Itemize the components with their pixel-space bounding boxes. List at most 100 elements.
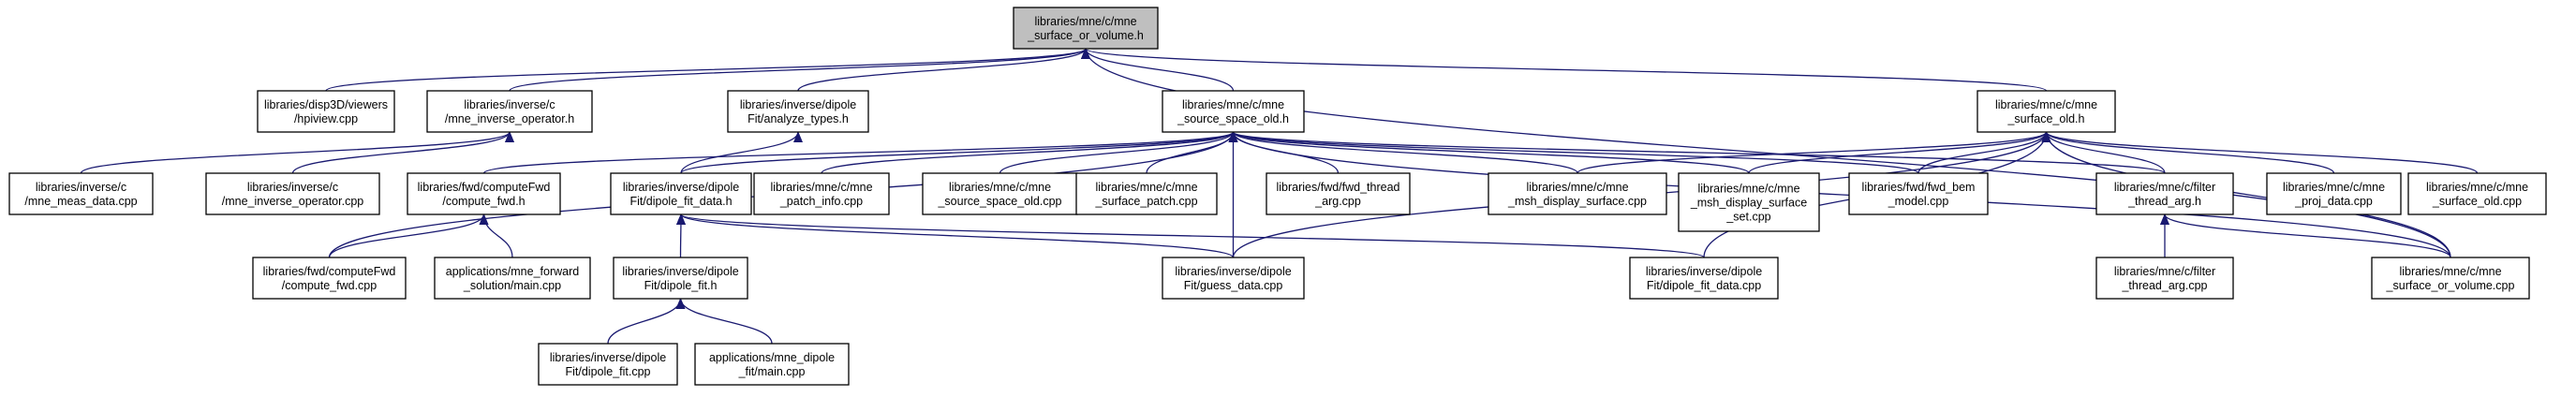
file-node-label-line: libraries/mne/c/mne <box>1034 15 1136 28</box>
include-edge-10 <box>482 131 1238 174</box>
file-node-label-line: libraries/disp3D/viewers <box>264 98 388 111</box>
include-edge-32 <box>479 213 513 258</box>
file-node-fwd-thread-arg-cpp[interactable]: libraries/fwd/fwd_thread_arg.cpp <box>1266 172 1411 215</box>
file-node-surface-patch-cpp[interactable]: libraries/mne/c/mne_surface_patch.cpp <box>1075 172 1218 215</box>
file-node-label-line: libraries/inverse/dipole <box>740 98 856 111</box>
file-node-label-line: libraries/mne/c/mne <box>1995 98 2097 111</box>
include-edge-23 <box>1748 131 2051 174</box>
file-node-label-line: _thread_arg.cpp <box>2121 279 2207 292</box>
file-node-label-line: libraries/inverse/c <box>464 98 555 111</box>
file-node-label-line: libraries/fwd/computeFwd <box>263 265 396 278</box>
file-node-label-line: libraries/mne/c/mne <box>2283 181 2385 194</box>
file-node-box <box>407 172 561 215</box>
file-node-label-line: Fit/dipole_fit.cpp <box>565 365 650 378</box>
file-node-label-line: libraries/fwd/fwd_thread <box>1276 181 1399 194</box>
file-node-dipole-fit-data-h[interactable]: libraries/inverse/dipoleFit/dipole_fit_d… <box>610 172 752 215</box>
include-edge-7 <box>291 131 514 174</box>
include-edge-22 <box>1577 131 2051 174</box>
include-edge-11 <box>680 131 1238 174</box>
file-node-label-line: libraries/inverse/dipole <box>623 181 739 194</box>
file-node-label-line: libraries/fwd/fwd_bem <box>1862 181 1976 194</box>
file-node-box <box>613 257 748 300</box>
include-edge-18 <box>1228 131 1750 174</box>
include-edge-28 <box>2041 131 2335 174</box>
file-node-box <box>434 257 591 300</box>
file-node-box <box>257 90 395 133</box>
include-edge-29 <box>2041 131 2479 174</box>
file-node-label-line: _surface_or_volume.cpp <box>2386 279 2515 292</box>
file-node-msh-display-surface-cpp[interactable]: libraries/mne/c/mne_msh_display_surface.… <box>1488 172 1667 215</box>
file-node-forward-solution-main-cpp[interactable]: applications/mne_forward_solution/main.c… <box>434 257 591 300</box>
file-node-label-line: _solution/main.cpp <box>463 279 561 292</box>
file-node-box <box>1266 172 1411 215</box>
file-node-hpiview[interactable]: libraries/disp3D/viewers/hpiview.cpp <box>257 90 395 133</box>
file-node-mne-inverse-operator-h[interactable]: libraries/inverse/c/mne_inverse_operator… <box>426 90 593 133</box>
file-node-guess-data-cpp[interactable]: libraries/inverse/dipoleFit/guess_data.c… <box>1162 257 1305 300</box>
file-node-label-line: libraries/mne/c/filter <box>2114 265 2215 278</box>
file-node-filter-thread-arg-h[interactable]: libraries/mne/c/filter_thread_arg.h <box>2095 172 2234 215</box>
include-edge-20 <box>1229 131 2166 174</box>
file-node-label-line: libraries/mne/c/mne <box>770 181 872 194</box>
file-node-box <box>727 90 869 133</box>
file-node-patch-info-cpp[interactable]: libraries/mne/c/mne_patch_info.cpp <box>753 172 890 215</box>
file-node-dipole-fit-main-cpp[interactable]: applications/mne_dipole_fit/main.cpp <box>694 343 850 386</box>
file-node-label-line: libraries/inverse/c <box>36 181 126 194</box>
file-node-label-line: /mne_meas_data.cpp <box>24 195 137 208</box>
include-edge-38 <box>607 298 686 345</box>
file-node-label-line: Fit/dipole_fit_data.h <box>629 195 732 208</box>
file-node-surface-or-volume-cpp[interactable]: libraries/mne/c/mne_surface_or_volume.cp… <box>2371 257 2530 300</box>
file-node-analyze-types-h[interactable]: libraries/inverse/dipoleFit/analyze_type… <box>727 90 869 133</box>
file-node-filter-thread-arg-cpp[interactable]: libraries/mne/c/filter_thread_arg.cpp <box>2095 257 2234 300</box>
include-edge-24 <box>1917 131 2051 174</box>
file-node-label-line: _patch_info.cpp <box>779 195 863 208</box>
file-node-mne-inverse-operator-cpp[interactable]: libraries/inverse/c/mne_inverse_operator… <box>205 172 380 215</box>
file-node-label-line: libraries/inverse/dipole <box>622 265 738 278</box>
file-node-fwd-bem-model-cpp[interactable]: libraries/fwd/fwd_bem_model.cpp <box>1848 172 1989 215</box>
file-node-label-line: libraries/mne/c/mne <box>1095 181 1197 194</box>
file-node-box <box>1848 172 1989 215</box>
include-edge-12 <box>821 131 1238 174</box>
file-node-label-line: libraries/mne/c/mne <box>949 181 1051 194</box>
file-node-label-line: Fit/dipole_fit.h <box>644 279 718 292</box>
file-node-label-line: Fit/dipole_fit_data.cpp <box>1647 279 1761 292</box>
file-node-compute-fwd-h[interactable]: libraries/fwd/computeFwd/compute_fwd.h <box>407 172 561 215</box>
file-node-compute-fwd-cpp[interactable]: libraries/fwd/computeFwd/compute_fwd.cpp <box>252 257 407 300</box>
file-node-label-line: /mne_inverse_operator.cpp <box>222 195 364 208</box>
include-edge-5 <box>1081 48 2451 258</box>
include-edge-31 <box>328 213 489 258</box>
file-node-surface-old-cpp[interactable]: libraries/mne/c/mne_surface_old.cpp <box>2407 172 2547 215</box>
file-node-msh-display-surface-set-cpp[interactable]: libraries/mne/c/mne_msh_display_surface_… <box>1678 172 1820 232</box>
file-node-source-space-old-cpp[interactable]: libraries/mne/c/mne_source_space_old.cpp <box>922 172 1078 215</box>
file-node-label-line: libraries/inverse/dipole <box>1175 265 1291 278</box>
file-node-label-line: _surface_or_volume.h <box>1027 29 1144 42</box>
include-edge-2 <box>797 48 1090 92</box>
file-node-proj-data-cpp[interactable]: libraries/mne/c/mne_proj_data.cpp <box>2266 172 2402 215</box>
file-node-surface-or-volume-h[interactable]: libraries/mne/c/mne_surface_or_volume.h <box>1013 7 1159 50</box>
file-node-label-line: libraries/mne/c/filter <box>2114 181 2215 194</box>
file-node-label-line: _proj_data.cpp <box>2294 195 2373 208</box>
include-edge-33 <box>675 213 686 258</box>
file-node-surface-old-h[interactable]: libraries/mne/c/mne_surface_old.h <box>1976 90 2116 133</box>
include-edge-37 <box>2160 213 2451 258</box>
file-node-box <box>426 90 593 133</box>
file-node-label-line: _model.cpp <box>1888 195 1949 208</box>
file-node-label-line: _msh_display_surface <box>1690 197 1807 210</box>
file-node-box <box>1162 90 1305 133</box>
file-node-box <box>610 172 752 215</box>
file-node-box <box>205 172 380 215</box>
file-node-label-line: applications/mne_dipole <box>709 351 835 364</box>
include-edge-19 <box>1228 131 1919 174</box>
file-node-box <box>1013 7 1159 50</box>
file-node-source-space-old-h[interactable]: libraries/mne/c/mne_source_space_old.h <box>1162 90 1305 133</box>
file-node-label-line: _surface_patch.cpp <box>1094 195 1197 208</box>
file-node-mne-meas-data-cpp[interactable]: libraries/inverse/c/mne_meas_data.cpp <box>8 172 154 215</box>
file-node-label-line: libraries/mne/c/mne <box>2399 265 2501 278</box>
file-node-box <box>1162 257 1305 300</box>
file-node-dipole-fit-data-cpp[interactable]: libraries/inverse/dipoleFit/dipole_fit_d… <box>1629 257 1779 300</box>
include-edge-0 <box>325 48 1090 92</box>
file-node-label-line: Fit/analyze_types.h <box>748 112 849 125</box>
file-node-label-line: /hpiview.cpp <box>294 112 358 125</box>
file-node-dipole-fit-cpp[interactable]: libraries/inverse/dipoleFit/dipole_fit.c… <box>538 343 678 386</box>
file-node-box <box>538 343 678 386</box>
